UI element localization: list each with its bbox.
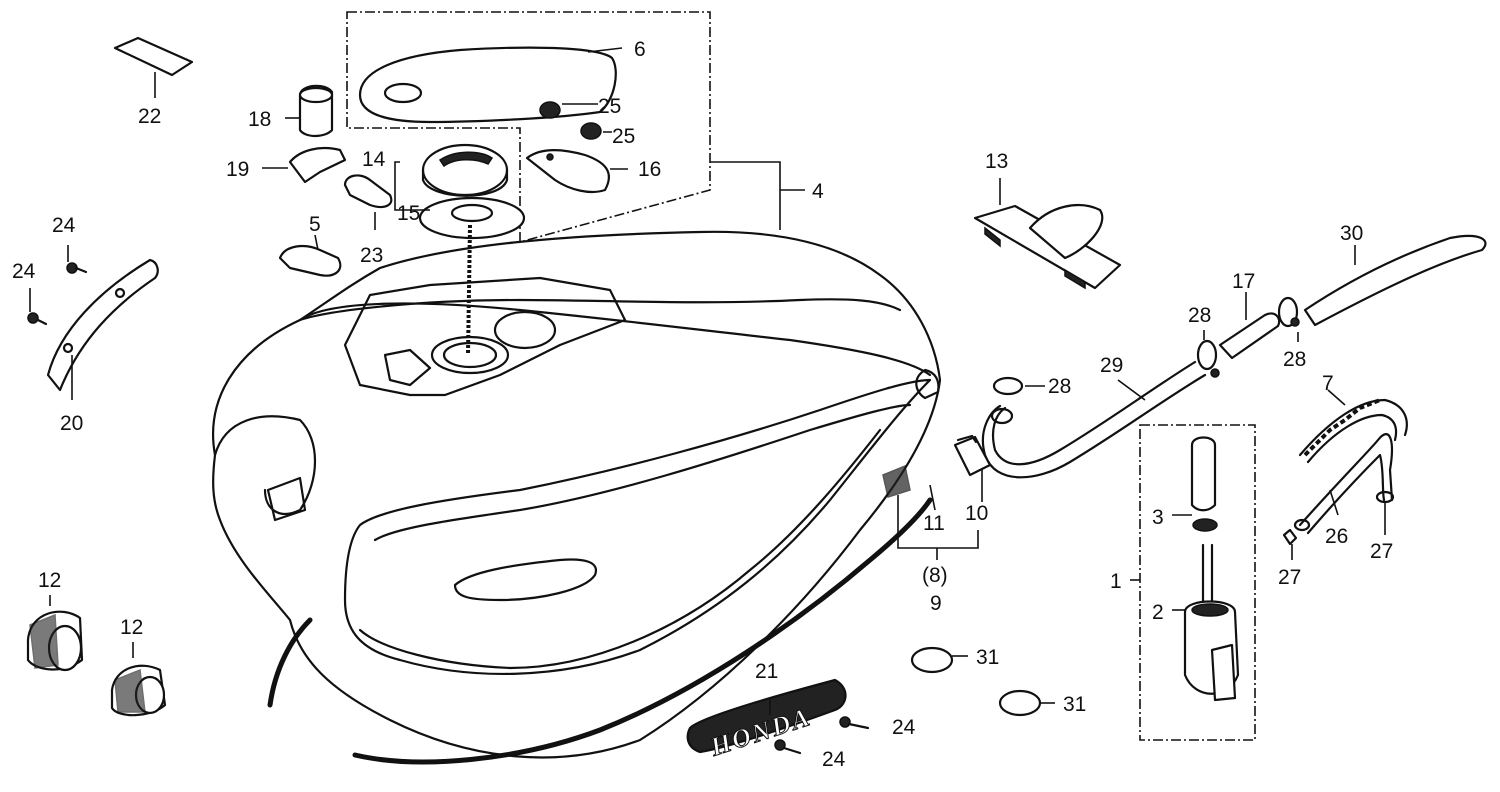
callout-16: 16	[638, 158, 661, 181]
callout-15: 15	[397, 202, 420, 225]
part-25-nuts	[539, 101, 612, 140]
callout-21: 21	[755, 660, 778, 683]
part-12-knob-2	[110, 642, 167, 717]
callout-24d: 24	[822, 748, 846, 771]
callout-7: 7	[1322, 372, 1334, 395]
part-13-pad	[973, 178, 1122, 290]
callout-28b: 28	[1188, 304, 1211, 327]
part-2-fuel-valve	[1172, 543, 1240, 702]
part-12-knob-1	[26, 595, 84, 672]
part-20-bracket	[46, 258, 159, 400]
callout-4: 4	[812, 180, 824, 203]
callout-13: 13	[985, 150, 1008, 173]
part-26-hose	[1293, 433, 1394, 535]
callout-28c: 28	[1283, 348, 1306, 371]
part-11-damper	[882, 464, 936, 511]
callout-28a: 28	[1048, 375, 1071, 398]
callout-22: 22	[138, 105, 161, 128]
part-18-lock-cylinder	[285, 84, 334, 138]
callout-31a: 31	[976, 646, 999, 669]
callout-1: 1	[1110, 570, 1122, 593]
part-24-screws-left	[27, 245, 88, 326]
callout-6: 6	[634, 38, 646, 61]
callout-24c: 24	[892, 716, 916, 739]
callout-14: 14	[362, 148, 386, 171]
part-19-latch	[262, 146, 347, 184]
part-24-screws-bottom	[774, 716, 870, 755]
part-6-cover-plate	[358, 46, 623, 124]
callout-18: 18	[248, 108, 271, 131]
callout-5: 5	[309, 213, 321, 236]
callout-20: 20	[60, 412, 83, 435]
part-17-joint	[1218, 292, 1281, 360]
part-27-clips	[1282, 490, 1395, 560]
callout-17: 17	[1232, 270, 1255, 293]
callout-labels: 1 2 3 4 5 6 7 (8) 9 10 11 12 12 13 14 15…	[12, 38, 1393, 771]
fuel-tank	[212, 230, 942, 765]
callout-3: 3	[1152, 506, 1164, 529]
callout-24a: 24	[52, 214, 76, 237]
callout-12b: 12	[120, 616, 143, 639]
callout-24b: 24	[12, 260, 36, 283]
callout-12a: 12	[38, 569, 61, 592]
part-5-gasket	[278, 234, 342, 277]
part-3-filter	[1172, 436, 1218, 532]
callout-31b: 31	[1063, 693, 1086, 716]
callout-11: 11	[923, 512, 945, 535]
part-31-grommets	[910, 646, 1055, 717]
part-16-plate	[525, 149, 628, 194]
callout-25a: 25	[598, 95, 621, 118]
cap-assembly-outline	[346, 11, 711, 244]
callout-8: (8)	[922, 564, 948, 587]
callout-30: 30	[1340, 222, 1363, 245]
callout-27a: 27	[1278, 566, 1301, 589]
part-23-gasket	[343, 174, 393, 230]
part-29-fuel-tube	[981, 360, 1207, 479]
part-15-gasket	[418, 196, 526, 240]
part-7-hose	[1298, 389, 1408, 464]
part-30-tube	[1303, 234, 1487, 327]
callout-25b: 25	[612, 125, 635, 148]
fuel-valve-assembly-outline	[1139, 424, 1256, 741]
callout-2: 2	[1152, 601, 1164, 624]
part-10-damper	[953, 434, 992, 502]
callout-26: 26	[1325, 525, 1348, 548]
callout-19: 19	[226, 158, 249, 181]
callout-9: 9	[930, 592, 942, 615]
part-14-fuel-cap	[421, 143, 509, 197]
part-22-pad	[113, 36, 194, 98]
callout-23: 23	[360, 244, 383, 267]
callout-29: 29	[1100, 354, 1123, 377]
callout-27b: 27	[1370, 540, 1393, 563]
callout-10: 10	[965, 502, 988, 525]
part-28-clamps	[992, 296, 1300, 396]
